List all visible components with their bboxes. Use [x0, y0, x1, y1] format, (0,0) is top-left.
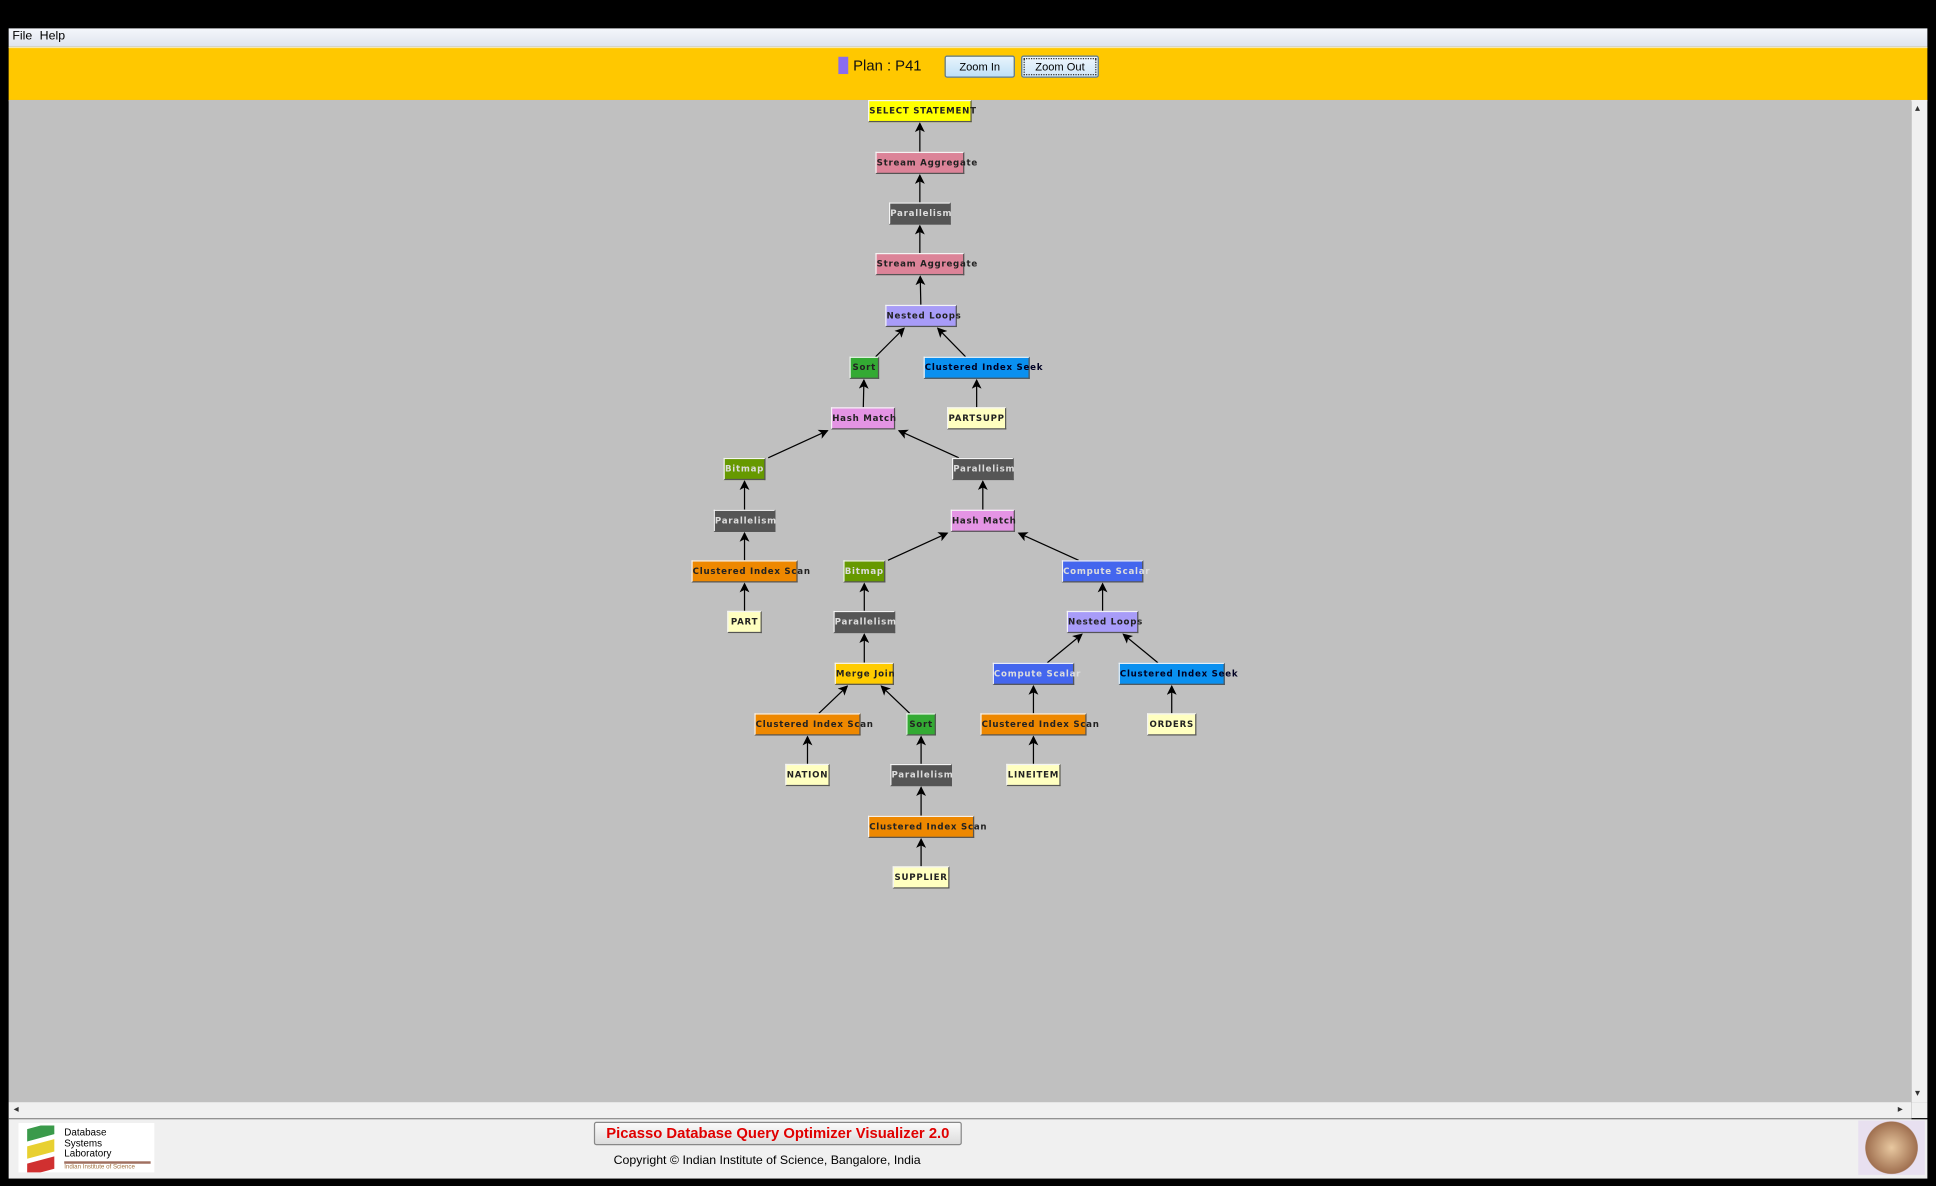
plan-node-hash-match[interactable]: Hash Match — [950, 509, 1016, 532]
iisc-emblem — [1858, 1120, 1925, 1175]
plan-node-bitmap[interactable]: Bitmap — [843, 560, 886, 583]
plan-node-sort[interactable]: Sort — [906, 713, 936, 736]
plan-edge — [897, 429, 960, 459]
plan-edge — [858, 378, 869, 408]
plan-edge — [1017, 532, 1079, 561]
plan-color-swatch — [838, 56, 849, 75]
plan-label: Plan : P41 — [853, 56, 922, 75]
plan-node-clustered-index-scan[interactable]: Clustered Index Scan — [691, 560, 810, 583]
plan-node-parallelism[interactable]: Parallelism — [713, 509, 776, 532]
plan-edge — [767, 429, 829, 459]
vertical-scrollbar[interactable]: ▴ ▾ — [1911, 99, 1928, 1103]
scroll-corner — [1911, 1102, 1928, 1119]
plan-edge — [818, 685, 849, 714]
plan-node-bitmap[interactable]: Bitmap — [723, 457, 766, 481]
plan-node-nested-loops[interactable]: Nested Loops — [885, 304, 961, 328]
menu-bar: File Help — [8, 28, 1928, 47]
plan-node-nation[interactable]: NATION — [785, 763, 830, 787]
logo-subtitle: Indian Institute of Science — [64, 1161, 151, 1171]
scroll-right-icon[interactable]: ▸ — [1897, 1103, 1903, 1115]
plan-edge — [1046, 633, 1083, 664]
plan-node-compute-scalar[interactable]: Compute Scalar — [1061, 560, 1150, 583]
plan-node-partsupp[interactable]: PARTSUPP — [947, 407, 1007, 430]
plan-node-merge-join[interactable]: Merge Join — [834, 662, 895, 685]
plan-node-parallelism[interactable]: Parallelism — [833, 610, 896, 634]
zoom-out-button[interactable]: Zoom Out — [1021, 55, 1099, 78]
plan-node-stream-aggregate[interactable]: Stream Aggregate — [875, 252, 977, 276]
plan-node-stream-aggregate[interactable]: Stream Aggregate — [875, 151, 977, 175]
plan-node-parallelism[interactable]: Parallelism — [888, 202, 952, 225]
plan-node-clustered-index-scan[interactable]: Clustered Index Scan — [980, 713, 1099, 736]
plan-edges — [739, 122, 1177, 867]
plan-edge — [875, 327, 905, 358]
plan-node-orders[interactable]: ORDERS — [1147, 713, 1197, 736]
plan-node-parallelism[interactable]: Parallelism — [890, 763, 953, 787]
app-title-button[interactable]: Picasso Database Query Optimizer Visuali… — [593, 1121, 962, 1146]
zoom-in-button[interactable]: Zoom In — [944, 55, 1015, 78]
horizontal-scrollbar[interactable]: ◂ ▸ — [8, 1102, 1912, 1120]
plan-node-sort[interactable]: Sort — [849, 356, 880, 379]
plan-node-parallelism[interactable]: Parallelism — [951, 457, 1014, 481]
plan-node-nested-loops[interactable]: Nested Loops — [1066, 610, 1142, 634]
scroll-up-icon[interactable]: ▴ — [1915, 102, 1920, 114]
lego-blocks-icon — [27, 1125, 55, 1173]
plan-edge — [936, 327, 966, 358]
plan-node-hash-match[interactable]: Hash Match — [830, 407, 896, 430]
plan-node-select-statement[interactable]: SELECT STATEMENT — [867, 99, 976, 123]
toolbar: Plan : P41 Zoom In Zoom Out — [8, 46, 1928, 102]
scroll-down-icon[interactable]: ▾ — [1915, 1087, 1920, 1099]
menu-file[interactable]: File — [12, 29, 33, 44]
plan-node-lineitem[interactable]: LINEITEM — [1006, 763, 1061, 787]
plan-node-clustered-index-seek[interactable]: Clustered Index Seek — [1118, 662, 1238, 685]
plan-node-compute-scalar[interactable]: Compute Scalar — [992, 662, 1080, 685]
scroll-left-icon[interactable]: ◂ — [13, 1103, 19, 1115]
plan-edge — [915, 275, 926, 305]
menu-help[interactable]: Help — [39, 29, 66, 44]
plan-node-clustered-index-seek[interactable]: Clustered Index Seek — [923, 356, 1042, 379]
plan-node-clustered-index-scan[interactable]: Clustered Index Scan — [754, 713, 873, 736]
plan-node-supplier[interactable]: SUPPLIER — [892, 866, 950, 889]
plan-node-part[interactable]: PART — [727, 610, 762, 634]
plan-edge — [880, 685, 911, 714]
plan-edge — [887, 532, 949, 561]
copyright-text: Copyright © Indian Institute of Science,… — [613, 1153, 921, 1168]
plan-node-clustered-index-scan[interactable]: Clustered Index Scan — [867, 815, 987, 838]
plan-edge — [1122, 633, 1159, 664]
